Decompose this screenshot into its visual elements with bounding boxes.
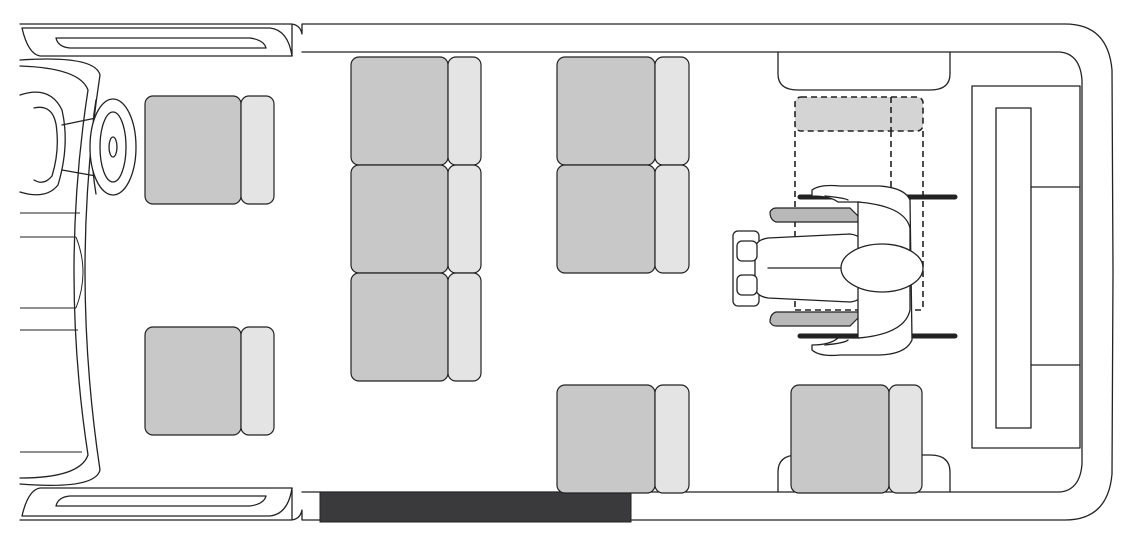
dashboard (19, 58, 101, 487)
seat-front-driver (144, 95, 275, 205)
bench-left-seat-2 (350, 164, 482, 274)
fold-away-seat (794, 96, 924, 311)
shoe-right (736, 274, 758, 296)
body-inner-outline (301, 51, 1083, 493)
body-outline (19, 23, 1114, 521)
bench-middle-seat-1 (556, 56, 690, 166)
bench-middle-seat-2 (556, 164, 690, 274)
seat-rear-right (777, 384, 951, 494)
side-ramp (319, 491, 632, 523)
bench-left-seat-1 (350, 56, 482, 166)
bench-middle (556, 56, 690, 274)
rear-cargo-area (971, 85, 1081, 449)
head (840, 243, 924, 293)
dashboard-inner (19, 65, 89, 479)
steering-wheel-rim (89, 98, 137, 196)
bench-left (350, 56, 482, 382)
dashboard-lines (20, 212, 84, 453)
shoe-left (736, 240, 758, 262)
seat-front-passenger (144, 326, 275, 436)
vehicle-body (19, 23, 1114, 521)
steering-wheel (19, 91, 137, 196)
wheelchair-occupant (732, 184, 924, 357)
seat-rear-door-side (556, 384, 690, 494)
rear-top-base (777, 51, 951, 91)
mirror-bottom (21, 487, 293, 521)
mirror-top (21, 23, 293, 57)
bench-left-seat-3 (350, 272, 482, 382)
